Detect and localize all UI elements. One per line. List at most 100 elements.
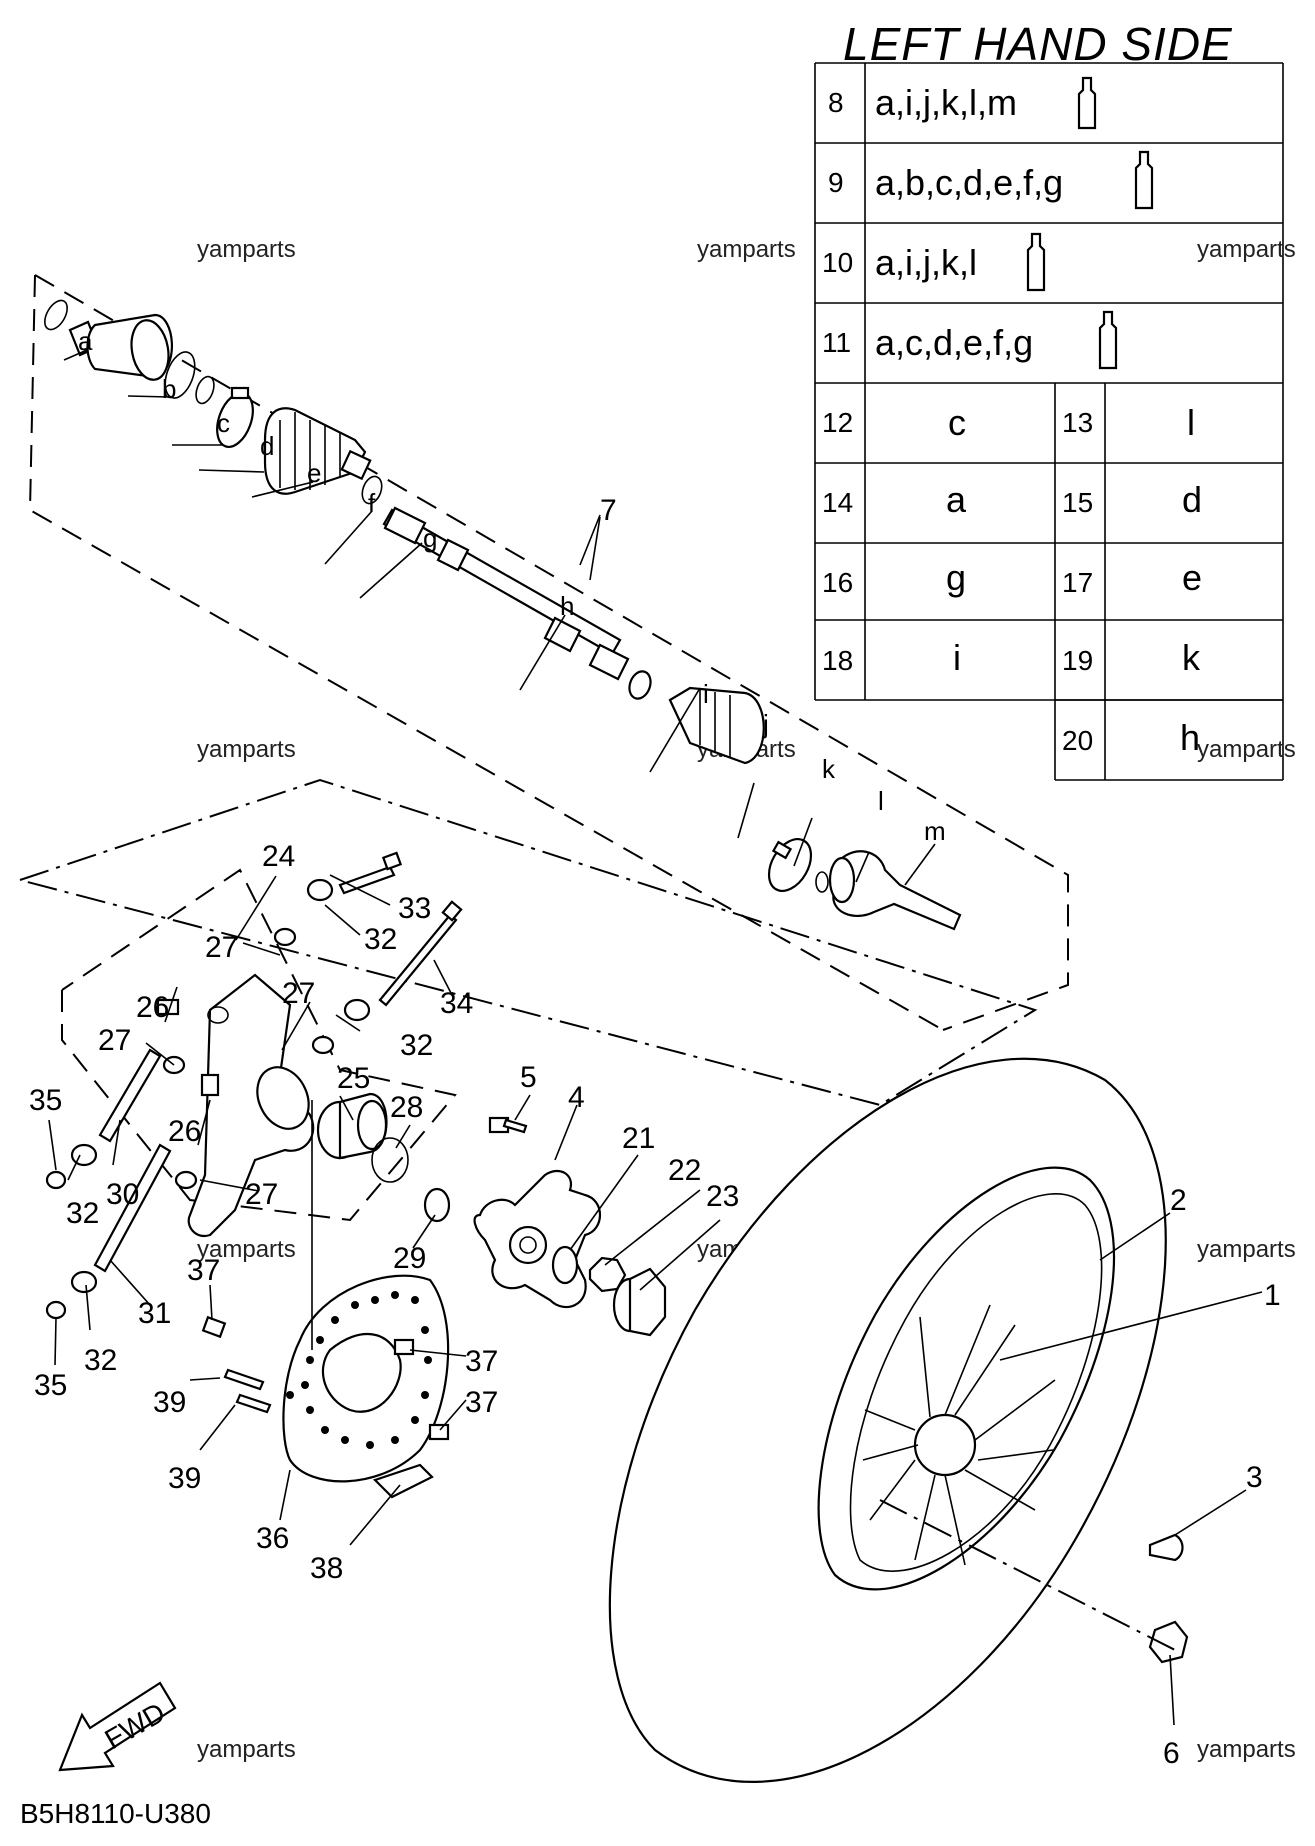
callout-e: e [307,458,321,488]
callout-j: j [762,709,769,739]
callout-32: 32 [66,1197,99,1230]
table-row-17-letter: e [1182,557,1202,598]
table-row-20-letter: h [1180,717,1200,758]
leader-lines [48,349,1263,1726]
watermark: yamparts [197,1236,296,1263]
callout-7: 7 [600,494,617,527]
callout-5: 5 [520,1061,537,1094]
grease-tube-icon [1098,310,1118,370]
callout-31: 31 [138,1297,171,1330]
callout-29: 29 [393,1242,426,1275]
table-row-13-num: 13 [1062,407,1093,438]
table-row-12-letter: c [948,402,966,443]
callout-33: 33 [398,892,431,925]
callout-d: d [260,431,274,461]
callout-1: 1 [1264,1279,1281,1312]
table-row-11-num: 11 [822,327,851,358]
callout-k: k [822,754,836,784]
callout-26: 26 [136,991,169,1024]
callout-a: a [78,326,93,356]
callout-27: 27 [98,1024,131,1057]
callout-34: 34 [440,987,473,1020]
knuckle-assembly [19,778,1038,1320]
callout-32: 32 [84,1344,117,1377]
table-row-14-num: 14 [822,487,853,518]
wheel-and-tire [608,1057,1189,1783]
watermark: yamparts [197,736,296,763]
callout-27: 27 [245,1178,278,1211]
callout-27: 27 [205,931,238,964]
callout-c: c [217,408,230,438]
callout-39: 39 [168,1462,201,1495]
callout-28: 28 [390,1091,423,1124]
table-row-8-parts: a,i,j,k,l,m [875,82,1017,123]
callout-37: 37 [465,1386,498,1419]
callout-f: f [368,488,376,518]
callout-6: 6 [1163,1737,1180,1770]
callout-36: 36 [256,1522,289,1555]
callout-labels: a b c d e f g h i j k l m 7 24 33 27 32 … [29,326,1281,1770]
watermark: yamparts [197,236,296,263]
watermark: yamparts [1197,1736,1296,1763]
table-row-19-num: 19 [1062,645,1093,676]
callout-26: 26 [168,1115,201,1148]
grease-tube-icon [1077,76,1097,130]
watermark: yamparts [1197,236,1296,263]
callout-21: 21 [622,1122,655,1155]
watermark: yamparts [1197,736,1296,763]
callout-35: 35 [29,1084,62,1117]
table-row-12-num: 12 [822,407,853,438]
table-row-18-num: 18 [822,645,853,676]
table-row-8-num: 8 [828,87,844,118]
hub-assembly [423,1116,667,1337]
table-row-10-parts: a,i,j,k,l [875,242,977,283]
watermark: yamparts [697,236,796,263]
table-row-15-letter: d [1182,479,1202,520]
callout-24: 24 [262,840,295,873]
table-row-14-letter: a [946,479,967,520]
table-row-18-letter: i [953,637,961,678]
diagram-code: B5H8110-U380 [20,1798,211,1829]
table-row-9-num: 9 [828,167,844,198]
grease-tube-icon [1026,232,1046,292]
callout-i: i [703,679,709,709]
callout-25: 25 [337,1062,370,1095]
table-row-15-num: 15 [1062,487,1093,518]
table-row-10-num: 10 [822,247,853,278]
callout-39: 39 [153,1386,186,1419]
watermark: yamparts [197,1736,296,1763]
table-row-16-letter: g [946,557,966,598]
callout-m: m [924,816,946,846]
callout-32: 32 [364,923,397,956]
table-row-20-num: 20 [1062,725,1093,756]
watermarks: yamparts yamparts yamparts yamparts yamp… [197,236,1296,1763]
reference-table: 8 a,i,j,k,l,m 9 a,b,c,d,e,f,g 10 a,i,j,k… [814,62,1284,781]
callout-30: 30 [106,1178,139,1211]
callout-3: 3 [1246,1461,1263,1494]
callout-2: 2 [1170,1184,1187,1217]
brake-disc [201,1100,450,1499]
watermark: yamparts [1197,1236,1296,1263]
callout-23: 23 [706,1180,739,1213]
callout-37: 37 [465,1345,498,1378]
callout-38: 38 [310,1552,343,1585]
callout-22: 22 [668,1154,701,1187]
drive-shaft-assembly [28,274,1069,1031]
callout-b: b [162,374,176,404]
table-row-13-letter: l [1187,402,1195,443]
table-row-17-num: 17 [1062,567,1093,598]
table-row-19-letter: k [1182,637,1201,678]
callout-l: l [878,786,884,816]
page-title: LEFT HAND SIDE [843,18,1233,70]
callout-g: g [423,523,437,553]
table-row-11-parts: a,c,d,e,f,g [875,322,1033,363]
callout-27: 27 [282,977,315,1010]
table-row-16-num: 16 [822,567,853,598]
callout-h: h [560,591,574,621]
callout-37: 37 [187,1254,220,1287]
fwd-arrow-icon: FWD [58,1681,177,1772]
callout-35: 35 [34,1369,67,1402]
callout-4: 4 [568,1081,585,1114]
